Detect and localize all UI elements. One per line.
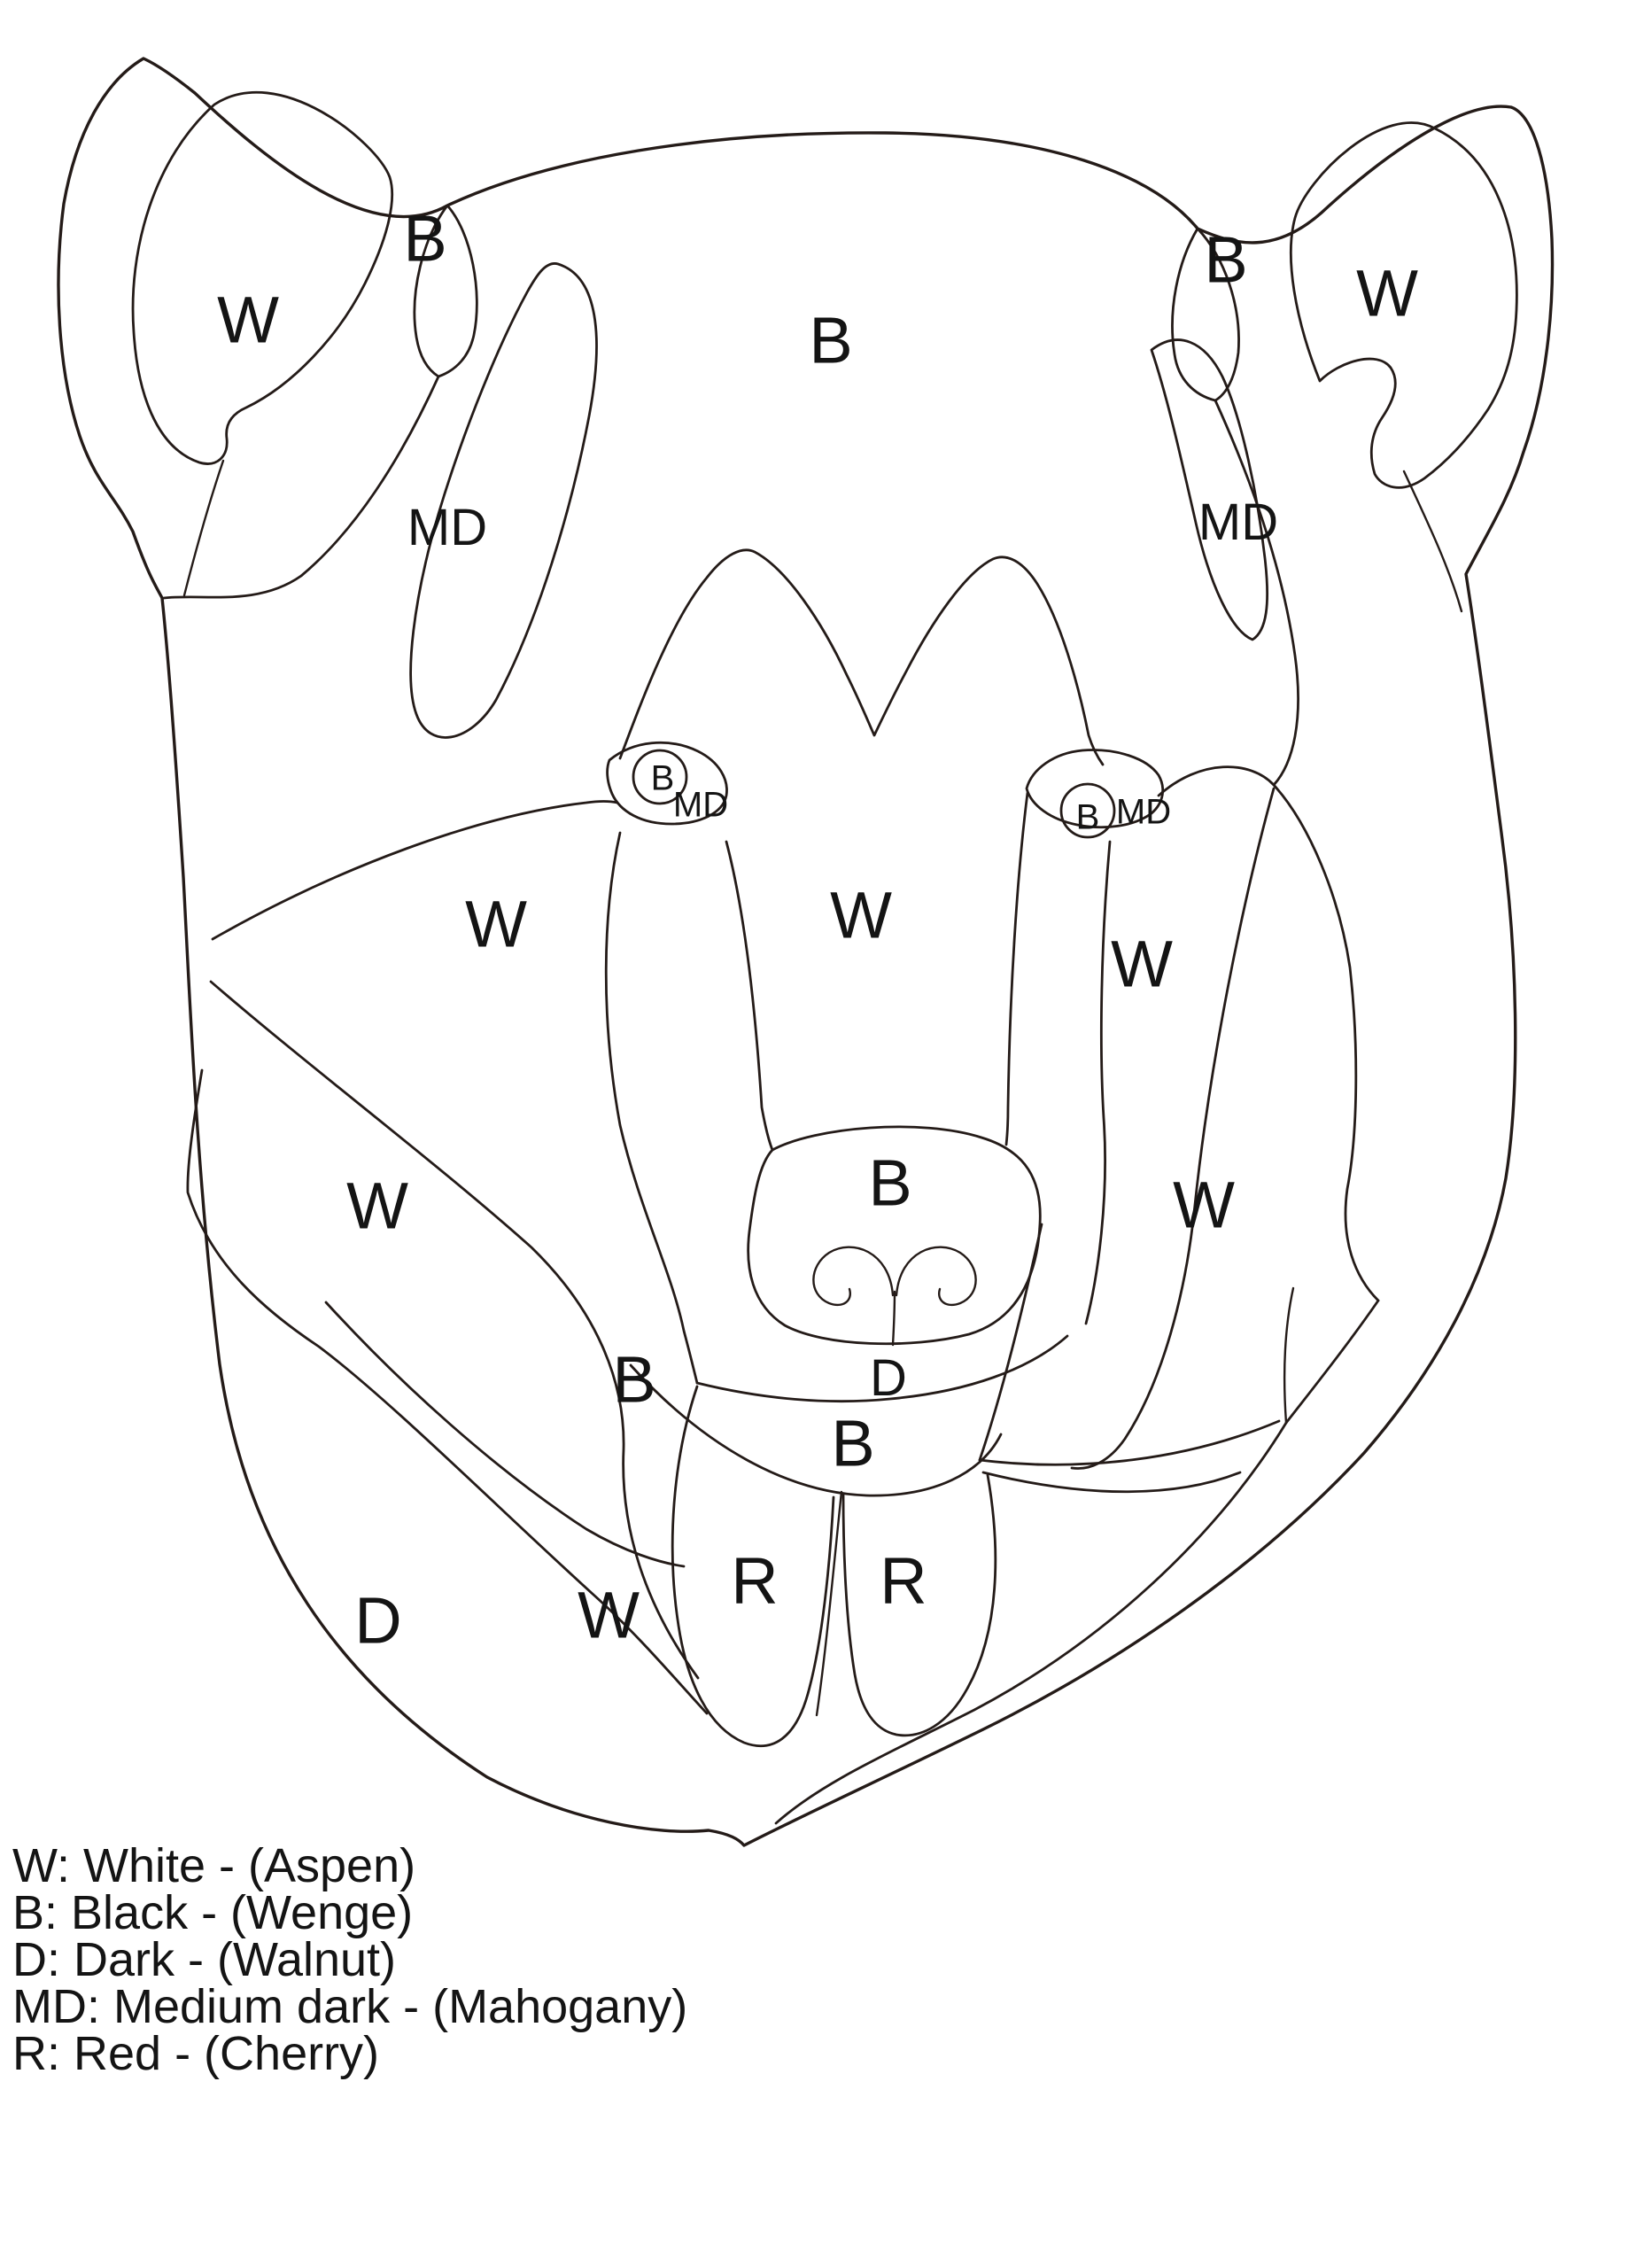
right-brow-patch xyxy=(1150,338,1269,641)
region-label-left-eye-iris: B xyxy=(651,758,675,797)
region-label-left-inner-ear: W xyxy=(217,284,279,357)
left-under-eye-line xyxy=(211,800,619,941)
region-label-tongue-left: R xyxy=(731,1544,778,1618)
region-label-right-cheek: W xyxy=(1173,1169,1235,1242)
legend: W: White - (Aspen)B: Black - (Wenge)D: D… xyxy=(12,1839,687,2080)
nose-philtrum xyxy=(891,1290,896,1347)
left-nostril-curl xyxy=(812,1246,895,1307)
region-label-left-cheek: W xyxy=(346,1169,408,1243)
region-label-right-ear-base-wedge: B xyxy=(1204,223,1247,297)
blaze-right-boundary xyxy=(1004,791,1029,1146)
left-mouth-split-line xyxy=(324,1301,686,1568)
right-cheek-to-spike xyxy=(1284,1299,1380,1425)
right-jowl-line-upper xyxy=(978,1419,1281,1466)
head-outline xyxy=(57,57,1555,1847)
right-muzzle-boundary xyxy=(1084,840,1112,1325)
region-label-left-ruff-dark: D xyxy=(354,1584,401,1658)
pattern-lines xyxy=(57,57,1555,1847)
region-label-chin: B xyxy=(831,1407,874,1480)
region-label-forehead: B xyxy=(809,304,852,377)
region-label-right-muzzle-side: W xyxy=(1111,928,1173,1001)
region-label-right-inner-ear: W xyxy=(1356,257,1418,330)
legend-line-0: W: White - (Aspen) xyxy=(12,1839,415,1892)
left-ear-wedge-outer-edge xyxy=(437,204,478,378)
right-fur-spike xyxy=(1283,1286,1295,1425)
region-label-right-eye-iris: B xyxy=(1076,797,1100,836)
tongue-center-split xyxy=(815,1490,843,1717)
left-muzzle-boundary xyxy=(604,831,699,1385)
legend-line-4: R: Red - (Cherry) xyxy=(12,2027,379,2080)
left-ear-wedge-inner-edge xyxy=(413,204,449,378)
right-inner-ear-leaf xyxy=(1290,121,1518,489)
region-label-right-eye-patch: MD xyxy=(1116,792,1171,831)
right-eye-iris xyxy=(1059,782,1116,839)
tongue-right-half xyxy=(841,1473,997,1737)
nose-outline xyxy=(747,1125,1042,1346)
left-fur-spike-line xyxy=(186,1068,709,1715)
right-temple-arc xyxy=(1157,765,1380,1302)
right-face-split xyxy=(1214,399,1299,787)
legend-line-1: B: Black - (Wenge) xyxy=(12,1886,413,1939)
region-label-left-brow: MD xyxy=(407,499,487,556)
right-ear-wedge-inner-edge xyxy=(1171,227,1217,402)
tongue-left-half xyxy=(671,1385,835,1748)
legend-line-3: MD: Medium dark - (Mahogany) xyxy=(12,1980,687,2033)
left-cheek-sweep xyxy=(209,980,700,1680)
right-cheek-split xyxy=(1070,787,1276,1470)
region-label-left-muzzle-side: W xyxy=(465,888,527,961)
blaze-left-boundary xyxy=(725,840,774,1152)
region-label-nose: B xyxy=(868,1146,911,1220)
right-jowl-line-lower xyxy=(981,1471,1242,1494)
region-label-tongue-right: R xyxy=(880,1544,927,1618)
region-label-left-eye-patch: MD xyxy=(673,785,728,824)
region-label-left-ear-base-wedge: B xyxy=(403,202,446,276)
brow-heart-curve xyxy=(618,548,1105,766)
left-face-split xyxy=(162,375,440,600)
chin-arc xyxy=(629,1363,1003,1497)
right-ear-crease xyxy=(1402,470,1463,613)
legend-line-2: D: Dark - (Walnut) xyxy=(12,1933,396,1986)
region-label-right-brow: MD xyxy=(1198,493,1278,551)
left-eye-iris xyxy=(632,749,688,805)
region-label-under-nose: D xyxy=(870,1349,907,1407)
region-label-left-ruff-white: W xyxy=(578,1579,640,1652)
right-inner-ruff xyxy=(774,1421,1288,1825)
nose-to-right-mouth-corner xyxy=(978,1223,1043,1462)
left-inner-ear-leaf xyxy=(131,91,394,465)
left-ear-crease xyxy=(182,459,225,597)
upper-lip-arc xyxy=(695,1334,1069,1403)
left-eye-outline xyxy=(606,741,728,826)
right-nostril-curl xyxy=(895,1246,977,1307)
left-brow-patch xyxy=(409,262,598,739)
region-label-center-blaze: W xyxy=(830,879,892,952)
region-label-left-mouth: B xyxy=(612,1343,655,1417)
